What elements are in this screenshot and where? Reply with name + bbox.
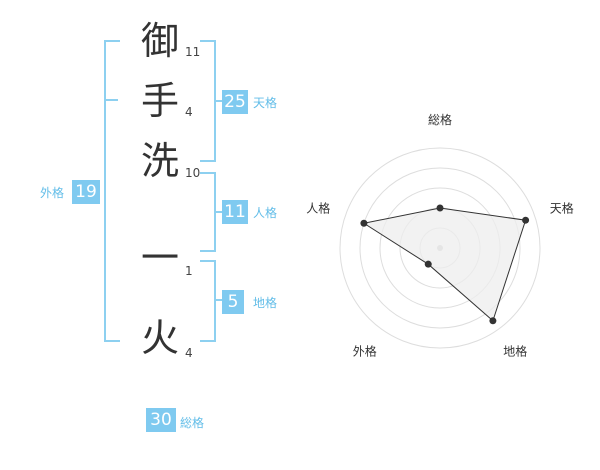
tenkaku-badge: 25 (222, 90, 248, 114)
radar-area (362, 207, 527, 322)
stroke-count-5: 4 (185, 346, 193, 360)
gaikaku-bracket-tick (104, 99, 118, 101)
stroke-count-3: 10 (185, 166, 201, 180)
name-char-4: 一 (140, 236, 179, 280)
name-char-3: 洗 (140, 139, 179, 183)
radar-axis-label-3: 地格 (503, 344, 527, 359)
radar-point-4 (424, 260, 432, 268)
jinkaku-label: 人格 (253, 206, 278, 220)
radar-ring (339, 147, 541, 349)
chikaku-bracket-tick (214, 299, 222, 301)
tenkaku-label: 天格 (253, 96, 278, 110)
stroke-count-1: 11 (185, 45, 201, 59)
gaikaku-label: 外格 (40, 186, 65, 200)
jinkaku-bracket-tick (214, 211, 222, 213)
radar-axis-label-2: 天格 (550, 200, 574, 215)
radar-ring (359, 167, 521, 329)
gaikaku-bracket (104, 40, 120, 342)
chikaku-badge: 5 (222, 290, 244, 314)
chikaku-bracket (200, 260, 216, 342)
radar-point-2 (522, 216, 530, 224)
radar-point-5 (360, 219, 368, 227)
radar-axis-label-1: 総格 (428, 112, 452, 127)
soukaku-label: 総格 (180, 416, 205, 430)
radar-axis-label-5: 人格 (306, 200, 330, 215)
tenkaku-bracket-tick (214, 100, 222, 102)
name-char-1: 御 (140, 19, 179, 63)
gaikaku-badge: 19 (72, 180, 100, 204)
name-char-2: 手 (140, 79, 179, 123)
stroke-count-2: 4 (185, 105, 193, 119)
jinkaku-badge: 11 (222, 200, 248, 224)
chikaku-label: 地格 (253, 296, 278, 310)
radar-point-3 (489, 317, 497, 325)
radar-point-1 (436, 204, 444, 212)
soukaku-badge: 30 (146, 408, 176, 432)
stroke-count-4: 1 (185, 264, 193, 278)
name-char-5: 火 (140, 316, 179, 360)
radar-axis-label-4: 外格 (353, 344, 377, 359)
